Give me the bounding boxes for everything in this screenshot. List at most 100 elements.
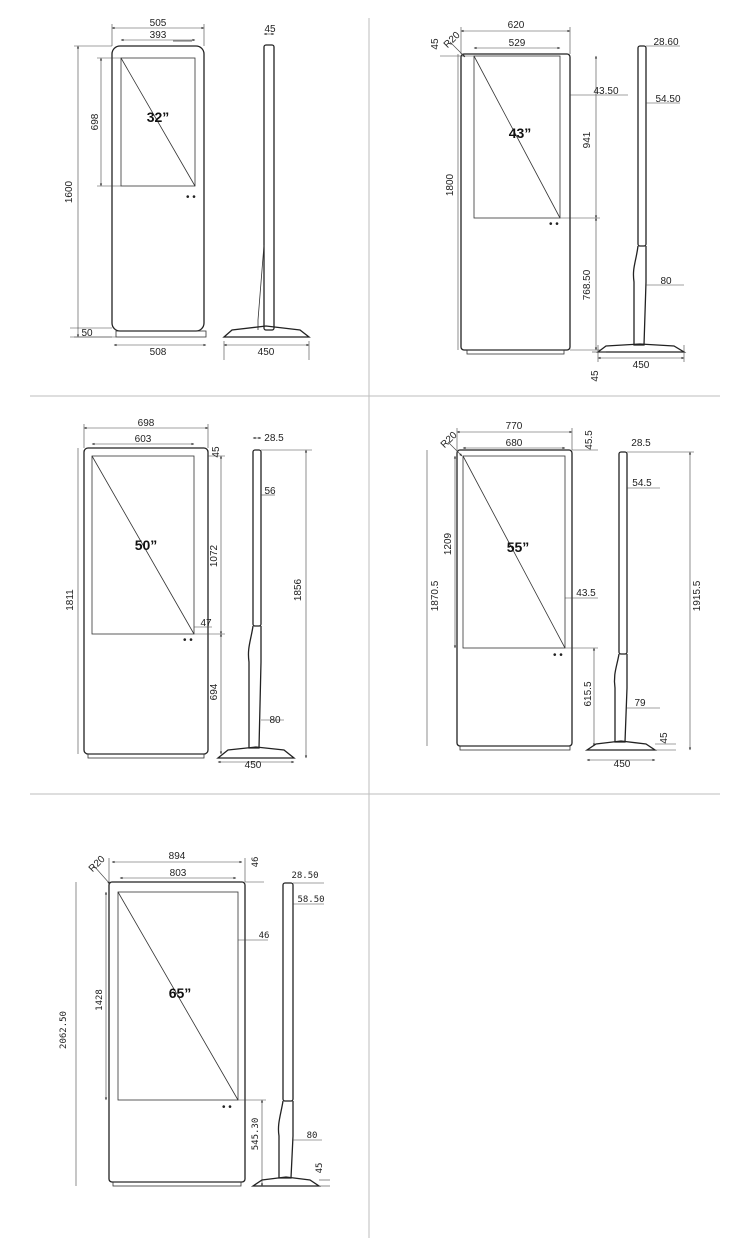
- screen-diagonal: [462, 455, 566, 649]
- label-screen-height: 698: [90, 113, 101, 130]
- side-view-32: 45 450: [222, 24, 311, 360]
- label-screen-height: 1428: [95, 989, 105, 1011]
- kiosk-body-outline: [83, 447, 209, 755]
- camera-dots: • •: [549, 219, 559, 230]
- label-screen-height: 941: [582, 131, 593, 148]
- side-base-foot: [216, 746, 296, 759]
- side-base-foot: [596, 343, 687, 353]
- panel-32-inch: 505 393 698 1600 50 508 32” 45 450: [64, 18, 311, 360]
- side-profile-lower: [632, 245, 647, 346]
- side-profile-lower: [277, 1100, 294, 1179]
- side-profile-lower: [613, 653, 628, 743]
- label-pole: 80: [307, 1131, 318, 1141]
- screen-outline: [462, 455, 566, 649]
- label-total-height: 1915.5: [692, 580, 703, 611]
- label-depth-top: 28.50: [291, 871, 318, 881]
- label-lower-height: 615.5: [583, 681, 594, 706]
- label-width: 698: [138, 418, 155, 429]
- label-base-width: 508: [150, 347, 167, 358]
- side-profile-upper: [252, 449, 262, 627]
- label-pole: 80: [269, 715, 281, 726]
- screen-outline: [473, 55, 561, 219]
- front-view-55: 770 680 R20 45.5 1209 1870.5 43.5 615.5 …: [426, 421, 598, 751]
- side-base-foot: [584, 740, 658, 751]
- panel-65-inch: 894 803 R20 46 46 1428 2062.50 545.30 65…: [59, 851, 330, 1187]
- label-height: 1870.5: [430, 580, 441, 611]
- side-base-foot: [222, 325, 311, 338]
- label-screen-width: 603: [135, 434, 152, 445]
- screen-diagonal: [473, 55, 561, 219]
- base-plate: [87, 753, 205, 759]
- label-base-height: 50: [81, 328, 93, 339]
- label-top-margin: 45.5: [584, 430, 595, 450]
- label-top-margin: 45: [430, 38, 441, 50]
- screen-diagonal: [120, 57, 196, 187]
- side-view-55: 28.5 54.5 1915.5 79 45 450: [584, 438, 703, 770]
- screen-outline: [117, 891, 239, 1101]
- label-width: 894: [169, 851, 186, 862]
- camera-dots: • •: [222, 1102, 232, 1113]
- label-base-depth: 450: [633, 360, 650, 371]
- label-width: 620: [508, 20, 525, 31]
- label-lower-height: 768.50: [582, 269, 593, 300]
- label-bezel: 47: [200, 618, 212, 629]
- front-view-50: 698 603 45 1072 1811 47 694 50”: [65, 418, 225, 759]
- screen-size-label: 65”: [169, 985, 192, 1001]
- kiosk-body-outline: [456, 449, 573, 747]
- side-view-50: 28.5 56 1856 80 450: [216, 433, 312, 771]
- label-depth-top: 28.5: [631, 438, 651, 449]
- label-depth-top: 28.60: [653, 37, 678, 48]
- label-lower-height: 694: [209, 683, 220, 700]
- camera-dots: • •: [186, 192, 196, 203]
- label-top-margin: 45: [211, 446, 222, 458]
- label-height: 2062.50: [59, 1011, 69, 1049]
- panel-grid: [30, 18, 720, 1238]
- screen-diagonal: [91, 455, 195, 635]
- label-bezel: 46: [259, 931, 270, 941]
- screen-size-label: 32”: [147, 109, 170, 125]
- front-view-32: 505 393 698 1600 50 508 32”: [64, 18, 207, 358]
- label-screen-height: 1209: [443, 532, 454, 555]
- side-profile-lower: [247, 625, 262, 749]
- camera-dots: • •: [553, 650, 563, 661]
- label-screen-width: 680: [506, 438, 523, 449]
- side-view-43: 28.60 54.50 80 45 450: [590, 37, 687, 382]
- base-plate: [466, 349, 565, 355]
- label-width: 505: [150, 18, 167, 29]
- label-bezel: 43.5: [576, 588, 596, 599]
- corner-radius-leader: [447, 441, 463, 457]
- label-height: 1800: [445, 173, 456, 196]
- label-depth-top: 28.5: [264, 433, 284, 444]
- screen-outline: [120, 57, 196, 187]
- label-total-height: 1856: [293, 578, 304, 601]
- label-height: 1811: [65, 589, 76, 611]
- label-bezel: 43.50: [593, 86, 618, 97]
- label-depth-mid: 58.50: [297, 895, 324, 905]
- label-depth-mid: 54.50: [655, 94, 680, 105]
- label-pole: 80: [660, 276, 672, 287]
- label-depth-mid: 54.5: [632, 478, 652, 489]
- label-base-height: 45: [315, 1163, 325, 1174]
- label-base-height: 45: [659, 732, 670, 744]
- label-top-margin: 46: [251, 857, 261, 868]
- support-brace: [257, 244, 265, 330]
- screen-size-label: 43”: [509, 125, 532, 141]
- base-plate: [459, 745, 571, 751]
- label-depth-top: 45: [264, 24, 276, 35]
- panel-43-inch: 620 529 45 R20 1800 43.50 941 768.50 43”…: [430, 20, 687, 382]
- kiosk-body-outline: [111, 45, 205, 332]
- label-screen-height: 1072: [209, 544, 220, 567]
- screen-size-label: 50”: [135, 537, 158, 553]
- label-corner-radius: R20: [87, 854, 108, 875]
- panel-50-inch: 698 603 45 1072 1811 47 694 50” 28.5 56 …: [65, 418, 312, 771]
- sensor-dots: • • • • • • • • • •: [183, 192, 563, 1113]
- label-base-depth: 450: [245, 760, 262, 771]
- label-base-depth: 450: [614, 759, 631, 770]
- screen-outline: [91, 455, 195, 635]
- front-view-43: 620 529 45 R20 1800 43.50 941 768.50 43”: [430, 20, 628, 355]
- label-width: 770: [506, 421, 523, 432]
- front-view-65: 894 803 R20 46 46 1428 2062.50 545.30 65…: [59, 851, 270, 1187]
- base-plate: [112, 1181, 242, 1187]
- label-base-height: 45: [590, 370, 601, 382]
